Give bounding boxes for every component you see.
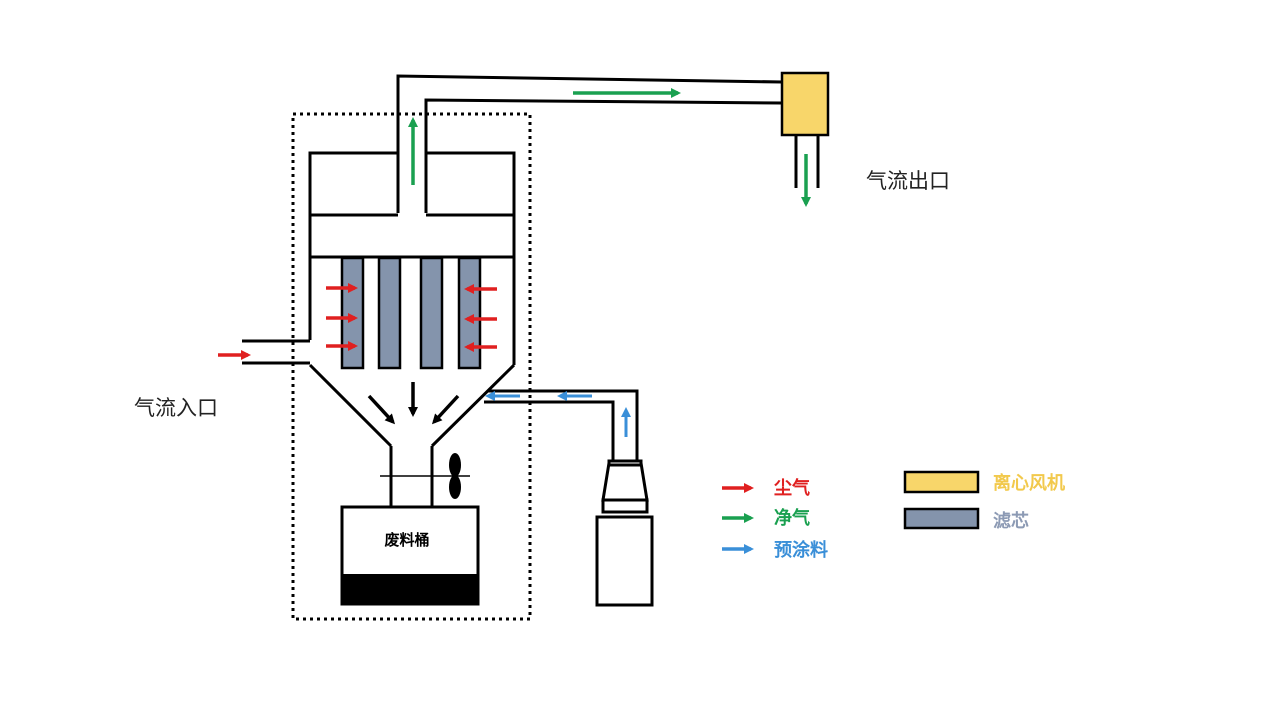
filter-cartridge [457, 256, 482, 370]
legend-filter-label: 滤芯 [993, 510, 1029, 532]
legend-fan-swatch [903, 470, 980, 494]
centrifugal-fan [780, 71, 830, 188]
legend-clean-air-label: 净气 [774, 507, 810, 529]
filter-cartridge [419, 256, 444, 370]
valve-blade-bottom [449, 475, 461, 499]
legend-item-dust-air: 尘气 [722, 477, 810, 499]
settling-arrow [367, 394, 396, 425]
air-inlet-label: 气流入口 [134, 396, 218, 420]
filter-cartridge [377, 256, 402, 370]
clean-air-arrows [408, 88, 811, 207]
legend-item-fan: 离心风机 [903, 470, 1065, 494]
precoat-arrows [485, 391, 631, 437]
legend-dust-air-label: 尘气 [774, 477, 810, 499]
inlet-duct [242, 339, 310, 365]
waste-bin-label: 废料桶 [384, 531, 429, 549]
settling-arrow [431, 394, 460, 425]
legend-item-precoat: 预涂料 [722, 539, 828, 561]
legend-item-clean-air: 净气 [722, 507, 810, 529]
settling-arrows [367, 382, 460, 425]
legend-arrows: 尘气 净气 预涂料 [722, 477, 828, 561]
legend-item-filter: 滤芯 [903, 507, 1029, 532]
legend-filter-swatch [903, 507, 980, 530]
legend-precoat-label: 预涂料 [774, 539, 828, 561]
legend-fan-label: 离心风机 [993, 472, 1065, 494]
filter-cartridge [340, 256, 365, 370]
precoat-feeder [484, 389, 654, 607]
clean-air-chamber [308, 151, 516, 217]
filter-cartridges [340, 256, 482, 370]
waste-bin-fill [342, 574, 478, 604]
legend-components: 离心风机 滤芯 [903, 470, 1065, 532]
dust-air-arrows [218, 283, 497, 360]
rotary-valve [380, 453, 470, 499]
outlet-duct [396, 74, 783, 213]
air-outlet-label: 气流出口 [866, 169, 950, 193]
collector-body [308, 215, 516, 506]
valve-blade-top [449, 453, 461, 477]
waste-bin: 废料桶 [340, 505, 480, 606]
